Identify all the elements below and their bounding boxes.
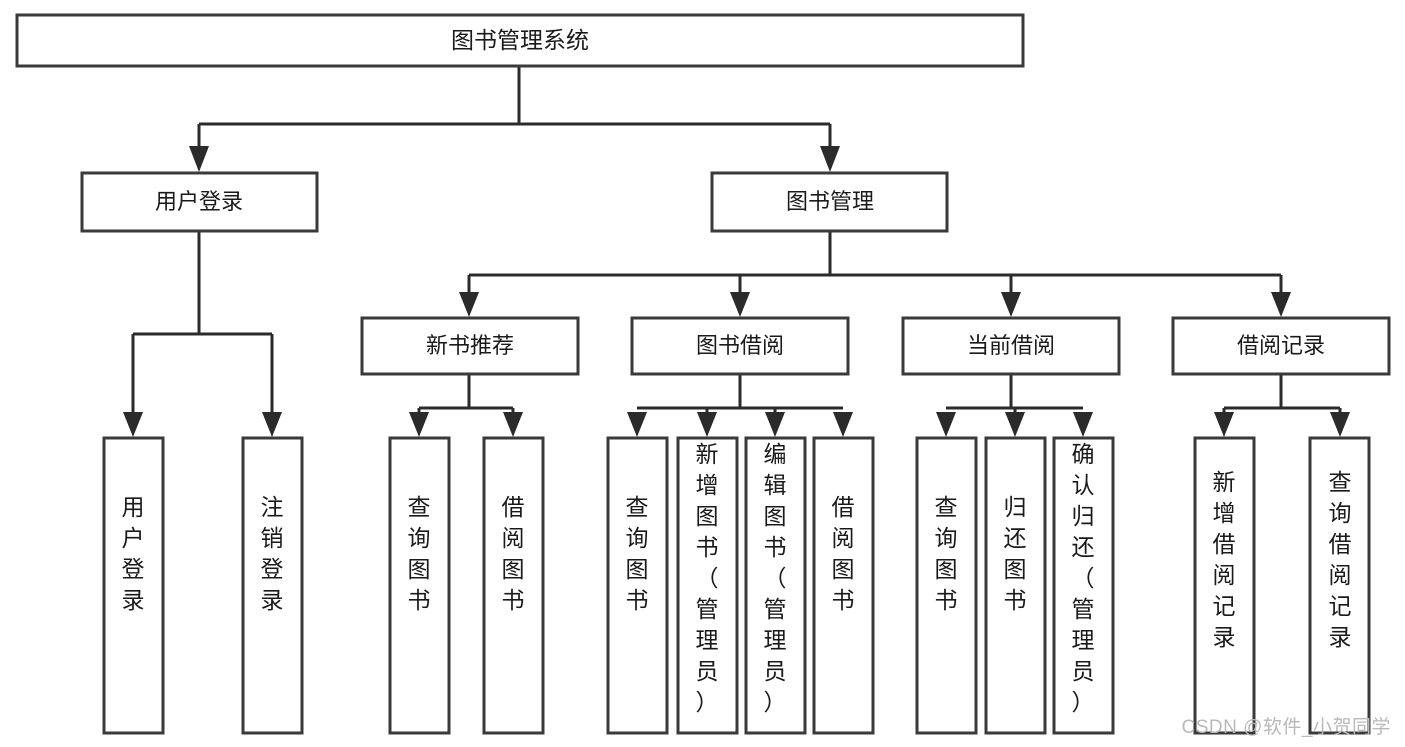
node-borrow-record-label: 借阅记录 [1237,333,1325,358]
arrow-leaf-confirm-return [1073,412,1093,437]
node-book-borrow[interactable]: 图书借阅 [630,316,850,376]
arrow-book-manage [820,146,840,172]
node-book-manage-label: 图书管理 [786,189,874,214]
leaf-add-book-label: 新增图书（管理员） [696,441,719,715]
arrow-leaf-logout [262,412,282,437]
leaf-return-book-label: 归还图书 [1004,494,1027,613]
arrow-book-borrow [730,292,750,317]
arrow-new-book [459,292,479,317]
arrow-leaf-query-book-1 [409,412,429,437]
node-current-borrow-label: 当前借阅 [967,333,1055,358]
leaf-edit-book-box [744,436,807,735]
arrow-leaf-borrow-book-1 [503,412,523,437]
leaf-add-book-box [676,436,739,735]
leaf-confirm-return[interactable]: 确认归还（管理员） [1052,436,1115,735]
leaf-edit-book[interactable]: 编辑图书（管理员） [744,436,807,735]
node-book-borrow-label: 图书借阅 [696,333,784,358]
arrow-current-borrow [1001,292,1021,317]
leaf-query-book-2-label: 查询图书 [626,494,649,613]
node-user-login-box [80,171,319,233]
leaf-return-book-box [984,436,1047,735]
arrow-leaf-user-login [123,412,143,437]
leaf-confirm-return-label: 确认归还（管理员） [1072,441,1095,715]
leaf-user-login-label: 用户登录 [122,494,145,613]
arrow-leaf-add-record [1214,412,1234,437]
arrow-leaf-query-record [1330,412,1350,437]
arrow-user-login [189,146,209,172]
leaf-query-book-borrow[interactable]: 查询图书 [606,436,669,735]
leaf-query-record-box [1308,436,1371,735]
node-new-book-label: 新书推荐 [426,333,514,358]
leaf-query-book-3-label: 查询图书 [935,494,958,613]
node-book-manage[interactable]: 图书管理 [710,171,949,233]
leaf-query-book-1-box [388,436,451,735]
leaf-query-book-1-label: 查询图书 [408,494,431,613]
leaf-confirm-return-box [1052,436,1115,735]
node-borrow-record[interactable]: 借阅记录 [1171,316,1391,376]
node-borrow-record-box [1171,316,1391,376]
node-root-box [15,13,1025,68]
leaf-borrow-book-2-label: 借阅图书 [832,494,855,613]
leaf-borrow-book[interactable]: 借阅图书 [812,436,875,735]
node-user-login[interactable]: 用户登录 [80,171,319,233]
node-root-system[interactable]: 图书管理系统 [15,13,1025,68]
node-book-manage-box [710,171,949,233]
node-current-borrow-box [901,316,1121,376]
connector-group [123,66,1350,437]
leaf-user-login-box [102,436,165,735]
leaf-borrow-book-recommend[interactable]: 借阅图书 [482,436,545,735]
leaf-borrow-book-1-box [482,436,545,735]
leaf-logout[interactable]: 注销登录 [241,436,304,735]
arrow-leaf-query-book-2 [627,412,647,437]
node-root-label: 图书管理系统 [451,27,589,53]
leaf-add-book[interactable]: 新增图书（管理员） [676,436,739,735]
node-new-book-recommend[interactable]: 新书推荐 [360,316,580,376]
leaf-borrow-book-1-label: 借阅图书 [502,494,525,613]
leaf-query-book-3-box [915,436,978,735]
leaf-add-record[interactable]: 新增借阅记录 [1193,436,1256,735]
leaf-logout-box [241,436,304,735]
leaf-borrow-book-2-box [812,436,875,735]
node-user-login-label: 用户登录 [155,189,243,214]
arrow-leaf-add-book [697,412,717,437]
leaf-query-record[interactable]: 查询借阅记录 [1308,436,1371,735]
leaf-query-book-current[interactable]: 查询图书 [915,436,978,735]
leaf-edit-book-label: 编辑图书（管理员） [764,441,787,715]
node-new-book-box [360,316,580,376]
leaf-query-book-2-box [606,436,669,735]
node-current-borrow[interactable]: 当前借阅 [901,316,1121,376]
arrow-leaf-query-book-3 [936,412,956,437]
csdn-watermark: CSDN @软件_小贺同学 [1181,717,1391,738]
arrow-leaf-edit-book [765,412,785,437]
arrow-leaf-return-book [1005,412,1025,437]
node-book-borrow-box [630,316,850,376]
arrow-leaf-borrow-book-2 [833,412,853,437]
leaf-return-book[interactable]: 归还图书 [984,436,1047,735]
arrow-borrow-record [1271,292,1291,317]
leaf-user-login[interactable]: 用户登录 [102,436,165,735]
leaf-query-record-label: 查询借阅记录 [1329,469,1352,650]
leaf-logout-label: 注销登录 [261,494,284,613]
leaf-add-record-label: 新增借阅记录 [1213,469,1236,650]
leaf-add-record-box [1193,436,1256,735]
leaf-query-book-recommend[interactable]: 查询图书 [388,436,451,735]
